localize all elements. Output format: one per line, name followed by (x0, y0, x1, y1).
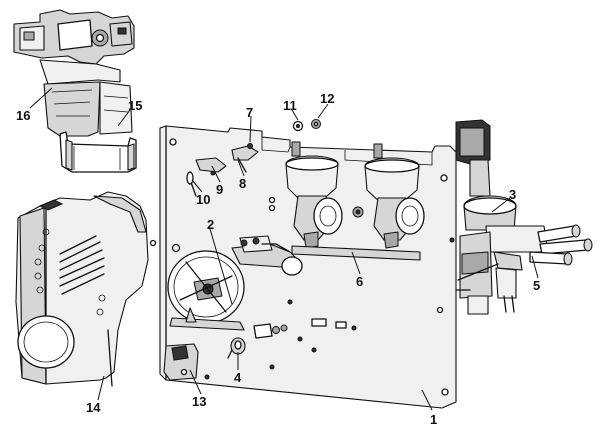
callout-1: 1 (430, 412, 437, 427)
bowl-support-rail (291, 206, 421, 261)
callout-9: 9 (216, 182, 223, 197)
leader-lines (29, 87, 539, 411)
callout-10: 10 (196, 192, 210, 207)
callout-2: 2 (207, 217, 214, 232)
grinder-wheel-assembly (167, 243, 245, 331)
side-cover-panel (15, 191, 149, 387)
callout-14: 14 (86, 400, 101, 415)
callout-8: 8 (239, 176, 246, 191)
callout-11: 11 (283, 98, 297, 113)
lower-switch-bracket (163, 343, 199, 381)
callout-13: 13 (192, 394, 206, 409)
callout-6: 6 (356, 274, 363, 289)
callout-3: 3 (509, 187, 516, 202)
center-fittings (231, 235, 303, 339)
callout-7: 7 (246, 105, 253, 120)
pump-valve-assembly (455, 119, 593, 315)
callout-12: 12 (320, 91, 334, 106)
cover-vent-slots (59, 235, 105, 295)
callout-15: 15 (128, 98, 142, 113)
mixing-bowl-right (364, 143, 425, 249)
callout-labels: 1 2 3 4 5 6 7 8 9 10 11 12 13 14 15 16 (16, 91, 540, 427)
callout-16: 16 (16, 108, 30, 123)
upper-gear-motor-assembly (13, 9, 137, 173)
callout-4: 4 (234, 370, 242, 385)
small-fasteners (186, 119, 321, 212)
mixing-bowl-left (285, 141, 343, 249)
callout-5: 5 (533, 278, 540, 293)
